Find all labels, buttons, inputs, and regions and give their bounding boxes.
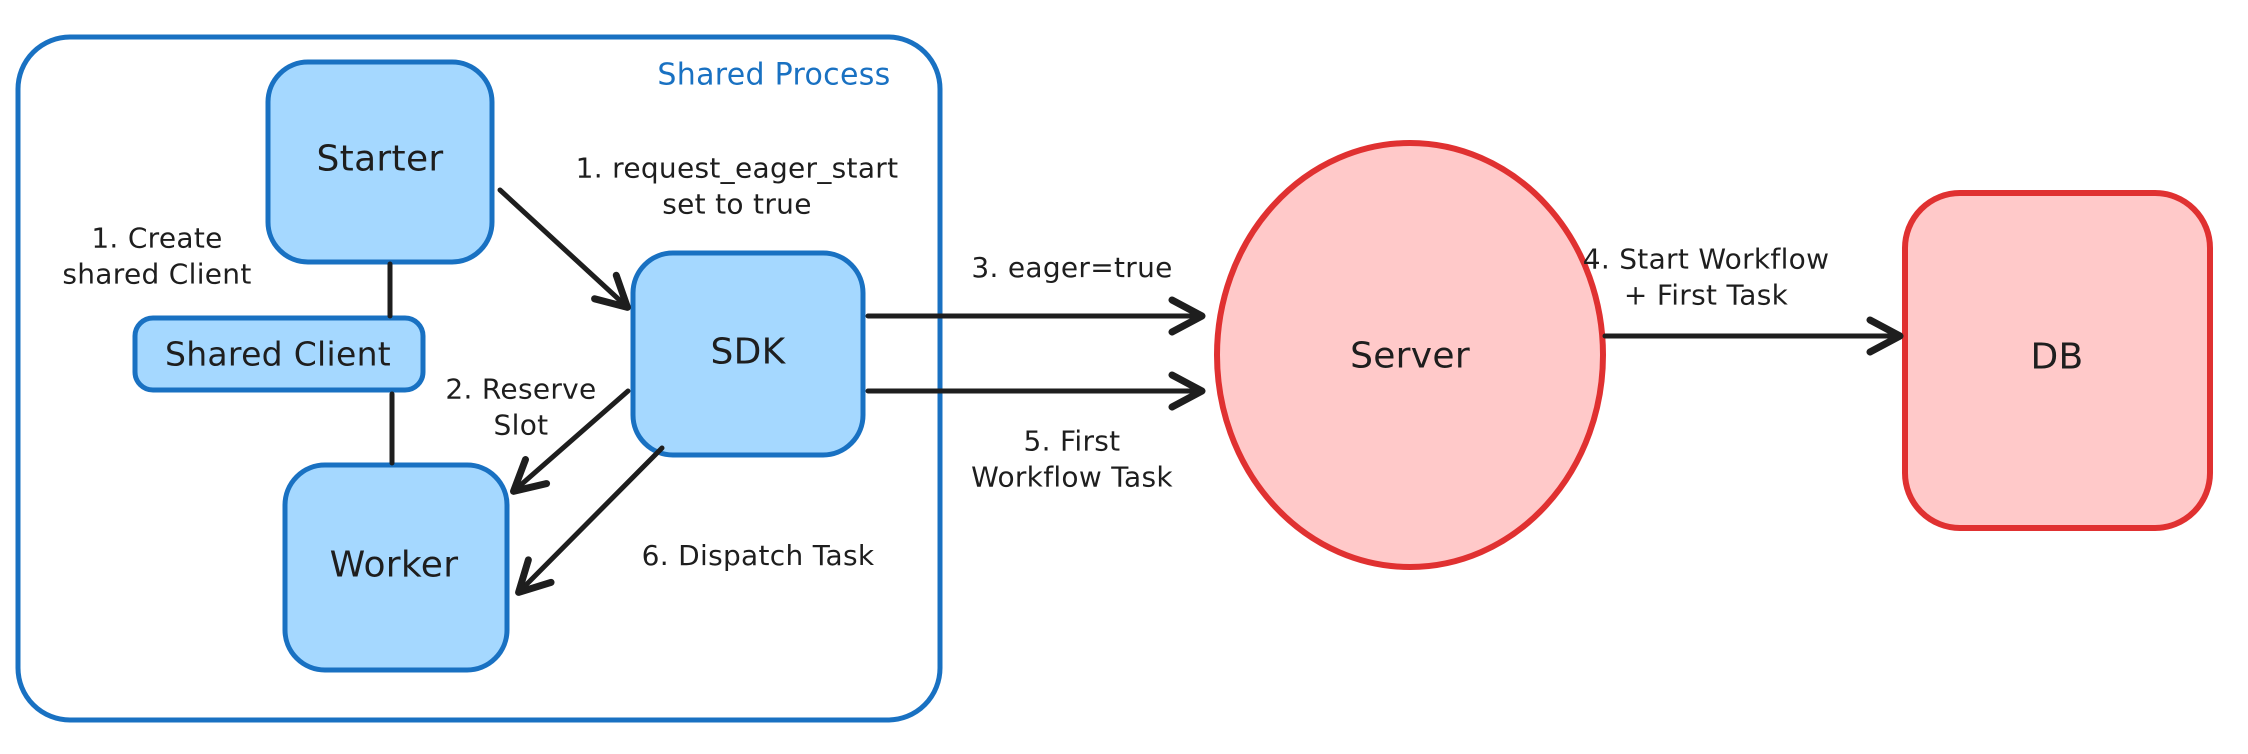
node-shared-client	[132, 315, 426, 393]
node-db-label: DB	[2030, 336, 2084, 378]
shared-process-container	[15, 34, 943, 723]
arrow-starter-to-sdk	[497, 187, 631, 311]
node-starter	[265, 59, 495, 265]
node-sdk	[630, 250, 866, 458]
node-server-label: Server	[1350, 335, 1470, 377]
node-sdk-label: SDK	[710, 331, 786, 373]
node-shared-client-label: Shared Client	[164, 334, 392, 374]
annotation-step5-first-workflow-task: 5. First Workflow Task	[971, 424, 1173, 494]
node-db	[1902, 190, 2213, 531]
node-worker	[282, 462, 510, 673]
annotation-step1-request-eager-start: 1. request_eager_start set to true	[575, 151, 899, 221]
node-server	[1214, 140, 1606, 570]
annotation-step6-dispatch-task: 6. Dispatch Task	[641, 538, 875, 572]
node-starter-label: Starter	[316, 138, 444, 180]
annotation-step4-start-workflow: 4. Start Workflow + First Task	[1582, 242, 1830, 312]
node-worker-label: Worker	[329, 544, 459, 586]
annotation-step1-create-shared-client: 1. Create shared Client	[62, 221, 252, 291]
arrow-sdk-to-worker-dispatch	[515, 445, 665, 596]
annotation-step3-eager-true: 3. eager=true	[971, 250, 1173, 284]
annotation-step2-reserve-slot: 2. Reserve Slot	[445, 372, 597, 442]
shared-process-label: Shared Process	[657, 57, 891, 93]
arrow-sdk-to-worker-reserve	[509, 388, 631, 495]
